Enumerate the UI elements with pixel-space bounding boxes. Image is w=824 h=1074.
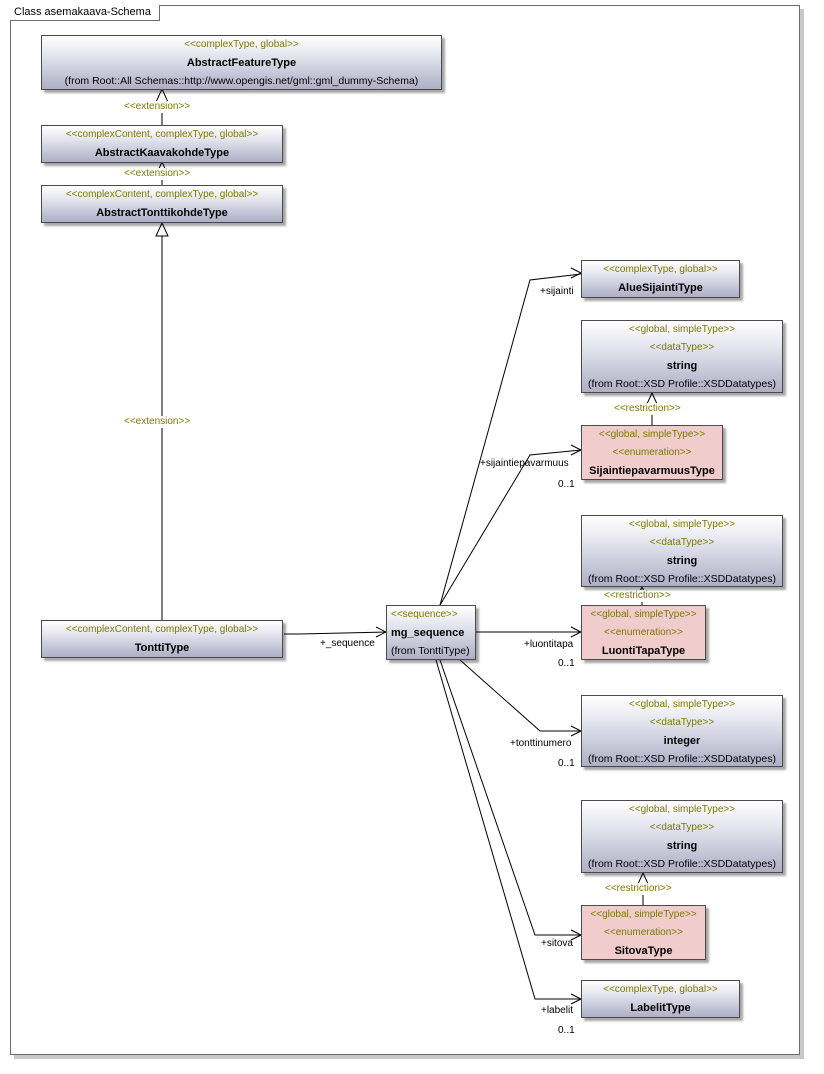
role-label-sitova: +sitova [541, 938, 573, 949]
stereotype: <<complexContent, complexType, global>> [65, 129, 259, 140]
stereotype: <<complexType, global>> [603, 264, 718, 275]
class-name: string [666, 555, 698, 567]
class-mg-sequence[interactable]: <<sequence>> mg_sequence (from TonttiTyp… [386, 605, 476, 660]
class-tontti-type[interactable]: <<complexContent, complexType, global>> … [41, 620, 283, 658]
class-integer-datatype[interactable]: <<global, simpleType>> <<dataType>> inte… [581, 695, 783, 767]
class-labelit-type[interactable]: <<complexType, global>> LabelitType [581, 980, 740, 1018]
stereotype: <<complexType, global>> [184, 39, 299, 50]
diagram-title: Class asemakaava-Schema [10, 5, 160, 21]
stereotype: <<enumeration>> [604, 627, 683, 638]
class-abstract-feature-type[interactable]: <<complexType, global>> AbstractFeatureT… [41, 35, 442, 90]
role-label-tonttinumero: +tonttinumero [510, 738, 572, 749]
class-name: LabelitType [630, 1002, 691, 1014]
stereotype: <<enumeration>> [604, 927, 683, 938]
multiplicity-label: 0..1 [558, 658, 575, 669]
multiplicity-label: 0..1 [558, 479, 575, 490]
class-name: SijaintiepavarmuusType [589, 465, 715, 477]
role-label-sijainti: +sijainti [540, 286, 574, 297]
class-abstract-tonttikohde-type[interactable]: <<complexContent, complexType, global>> … [41, 185, 283, 223]
stereotype: <<global, simpleType>> [628, 519, 736, 530]
stereotype: <<dataType>> [649, 537, 715, 548]
restriction-label: <<restriction>> [605, 883, 672, 895]
class-origin: (from Root::All Schemas::http://www.open… [64, 75, 419, 87]
class-name: AbstractKaavakohdeType [94, 147, 230, 159]
class-origin: (from Root::XSD Profile::XSDDatatypes) [588, 378, 776, 390]
class-name: TonttiType [134, 642, 190, 654]
multiplicity-label: 0..1 [558, 758, 575, 769]
stereotype: <<global, simpleType>> [628, 324, 736, 335]
class-luonti-tapa-type[interactable]: <<global, simpleType>> <<enumeration>> L… [581, 605, 706, 660]
stereotype: <<global, simpleType>> [598, 429, 706, 440]
extension-label: <<extension>> [124, 416, 191, 428]
extension-label: <<extension>> [124, 101, 191, 113]
stereotype: <<complexType, global>> [603, 984, 718, 995]
stereotype: <<global, simpleType>> [590, 609, 697, 620]
class-name: AlueSijaintiType [618, 282, 703, 294]
class-name: AbstractFeatureType [186, 57, 297, 69]
class-name: mg_sequence [391, 627, 465, 639]
role-label-luontitapa: +luontitapa [524, 639, 574, 650]
class-sijaintiepavarmuus-type[interactable]: <<global, simpleType>> <<enumeration>> S… [581, 425, 723, 480]
multiplicity-label: 0..1 [558, 1025, 575, 1036]
class-origin: (from TonttiType) [391, 645, 470, 657]
class-name: string [666, 360, 698, 372]
extension-label: <<extension>> [124, 168, 191, 180]
restriction-label: <<restriction>> [604, 590, 671, 602]
stereotype: <<enumeration>> [612, 447, 692, 458]
class-string-datatype[interactable]: <<global, simpleType>> <<dataType>> stri… [581, 320, 783, 393]
stereotype: <<dataType>> [649, 717, 715, 728]
class-origin: (from Root::XSD Profile::XSDDatatypes) [588, 858, 776, 870]
class-string-datatype[interactable]: <<global, simpleType>> <<dataType>> stri… [581, 515, 783, 587]
class-string-datatype[interactable]: <<global, simpleType>> <<dataType>> stri… [581, 800, 783, 873]
class-sitova-type[interactable]: <<global, simpleType>> <<enumeration>> S… [581, 905, 706, 960]
stereotype: <<complexContent, complexType, global>> [65, 189, 259, 200]
stereotype: <<dataType>> [649, 822, 715, 833]
stereotype: <<global, simpleType>> [628, 804, 736, 815]
class-origin: (from Root::XSD Profile::XSDDatatypes) [588, 573, 776, 585]
role-label-labelit: +labelit [541, 1005, 573, 1016]
class-name: integer [663, 735, 701, 747]
stereotype: <<global, simpleType>> [590, 909, 697, 920]
stereotype: <<sequence>> [391, 609, 458, 620]
role-label-sijaintiepavarmuus: +sijaintiepavarmuus [480, 458, 569, 469]
stereotype: <<global, simpleType>> [628, 699, 736, 710]
class-name: string [666, 840, 698, 852]
class-origin: (from Root::XSD Profile::XSDDatatypes) [588, 753, 776, 765]
class-name: SitovaType [614, 945, 673, 957]
class-alue-sijainti-type[interactable]: <<complexType, global>> AlueSijaintiType [581, 260, 740, 298]
class-abstract-kaavakohde-type[interactable]: <<complexContent, complexType, global>> … [41, 125, 283, 163]
class-name: AbstractTonttikohdeType [96, 207, 228, 219]
stereotype: <<complexContent, complexType, global>> [65, 624, 259, 635]
restriction-label: <<restriction>> [614, 403, 681, 415]
stereotype: <<dataType>> [649, 342, 715, 353]
class-name: LuontiTapaType [601, 645, 686, 657]
role-label-sequence: +_sequence [320, 638, 375, 649]
